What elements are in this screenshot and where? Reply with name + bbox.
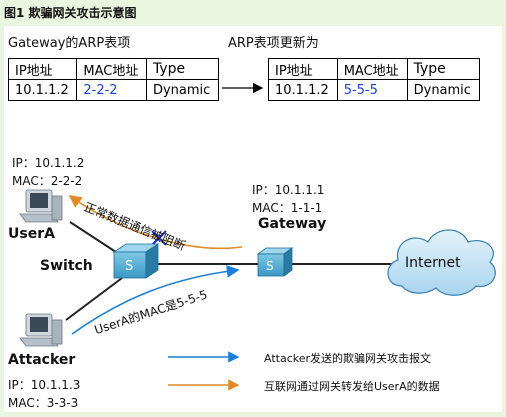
- cell-mac: 2-2-2: [76, 79, 147, 101]
- arp-after-caption: ARP表项更新为: [228, 36, 319, 51]
- usera-computer-icon: [19, 189, 63, 223]
- usera-name: UserA: [8, 226, 55, 242]
- gateway-name: Gateway: [258, 216, 327, 232]
- attacker-mac: MAC：3-3-3: [8, 396, 79, 410]
- attacker-ip: IP：10.1.1.3: [8, 378, 81, 392]
- spoof-path-arrow: [71, 264, 240, 335]
- header-type: Type: [406, 58, 481, 80]
- attacker-computer-icon: [19, 313, 63, 347]
- attacker-name: Attacker: [8, 352, 76, 368]
- cell-mac: 5-5-5: [336, 79, 408, 101]
- data-path-arrow: [68, 195, 243, 250]
- header-mac: MAC地址: [336, 58, 408, 80]
- header-ip: IP地址: [7, 58, 78, 80]
- switch-icon: S: [112, 243, 160, 279]
- blocked-cross-icon: [151, 230, 167, 246]
- arp-before-caption: Gateway的ARP表项: [8, 36, 131, 51]
- link-usera-switch: [69, 221, 123, 257]
- internet-name: Internet: [405, 255, 461, 271]
- header-ip: IP地址: [268, 58, 338, 80]
- internet-cloud-icon: [387, 229, 496, 296]
- switch-name: Switch: [40, 258, 93, 274]
- svg-text:S: S: [266, 259, 274, 273]
- figure-title: 图1 欺骗网关攻击示意图: [4, 6, 137, 20]
- gateway-ip: IP：10.1.1.1: [252, 183, 325, 197]
- cell-type: Dynamic: [406, 79, 481, 101]
- gateway-mac: MAC：1-1-1: [252, 201, 323, 215]
- cell-ip: 10.1.1.2: [7, 79, 78, 101]
- usera-mac: MAC：2-2-2: [12, 174, 83, 188]
- svg-text:S: S: [125, 259, 133, 274]
- link-attacker-switch: [65, 277, 123, 321]
- arp-table-after: IP地址 MAC地址 Type 10.1.1.2 5-5-5 Dynamic: [268, 58, 481, 101]
- gateway-icon: S: [256, 247, 294, 277]
- legend-attack-text: Attacker发送的欺骗网关攻击报文: [264, 352, 432, 365]
- arp-table-before: IP地址 MAC地址 Type 10.1.1.2 2-2-2 Dynamic: [7, 58, 220, 101]
- usera-ip: IP：10.1.1.2: [12, 156, 85, 170]
- cell-type: Dynamic: [145, 79, 220, 101]
- legend-data-text: 互联网通过网关转发给UserA的数据: [264, 380, 440, 393]
